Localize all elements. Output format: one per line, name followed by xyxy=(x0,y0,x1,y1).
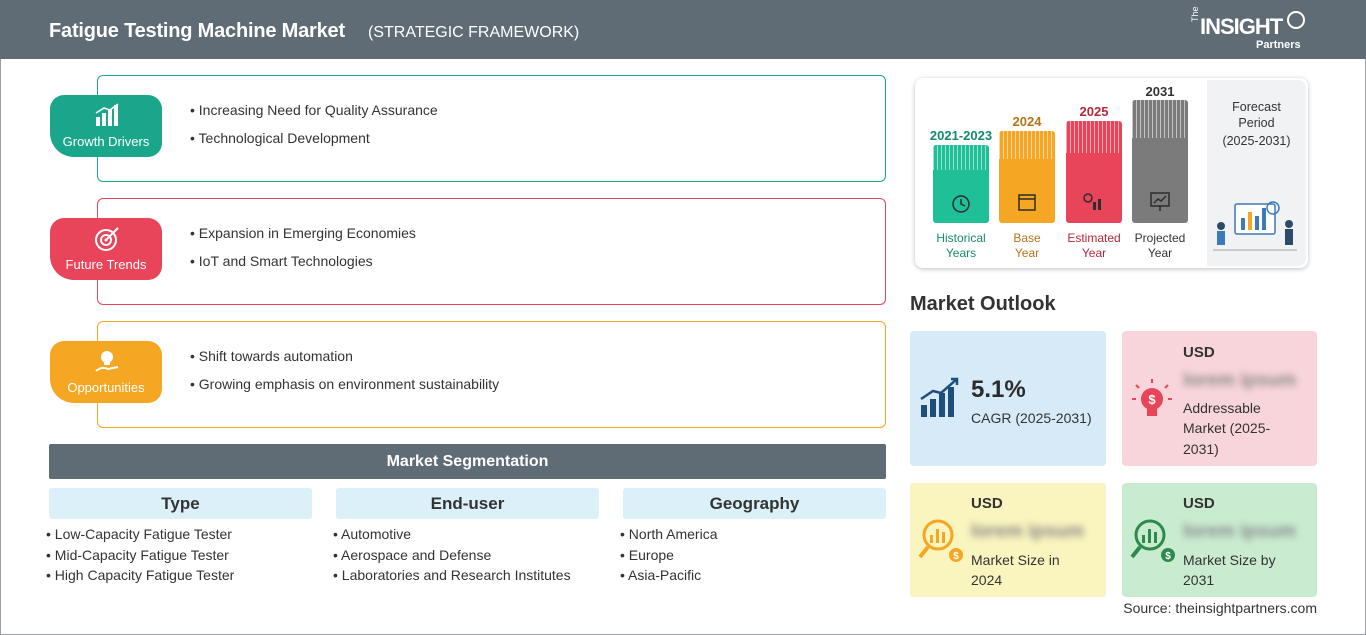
projected-year-label: 2031 xyxy=(1145,84,1175,99)
list-item: Europe xyxy=(620,545,718,566)
projected-caption: Projected Year xyxy=(1134,231,1186,260)
source-credit: Source: theinsightpartners.com xyxy=(1123,600,1317,616)
projected-bar xyxy=(1132,100,1188,223)
size2024-usd: USD xyxy=(971,495,1003,512)
list-item: Aerospace and Defense xyxy=(333,545,571,566)
svg-text:$: $ xyxy=(1165,551,1171,562)
list-item: Laboratories and Research Institutes xyxy=(333,565,571,586)
header-bar: Fatigue Testing Machine Market (STRATEGI… xyxy=(0,0,1366,59)
future-trend-item: Expansion in Emerging Economies xyxy=(190,219,416,247)
segment-type-header: Type xyxy=(49,488,312,519)
opportunity-item: Shift towards automation xyxy=(190,342,499,370)
growth-chart-icon xyxy=(95,103,119,126)
market-size-2031-card: USD lorem ipsum $ Market Size by 2031 xyxy=(1122,483,1317,597)
page-title: Fatigue Testing Machine Market xyxy=(49,20,345,42)
calendar-icon xyxy=(1018,194,1036,211)
estimated-caption: Estimated Year xyxy=(1067,231,1121,260)
segment-enduser-list: Automotive Aerospace and Defense Laborat… xyxy=(333,524,571,586)
forecast-label-2: Period xyxy=(1238,116,1275,130)
gear-chart-icon xyxy=(1083,193,1101,210)
size2031-label-2: 2031 xyxy=(1183,572,1215,588)
future-trends-label: Future Trends xyxy=(65,257,147,272)
growth-drivers-label: Growth Drivers xyxy=(62,134,150,149)
list-item: North America xyxy=(620,524,718,545)
addressable-label-1: Addressable xyxy=(1183,400,1261,416)
market-size-2024-card: USD lorem ipsum $ Market Size in 2024 xyxy=(910,483,1106,597)
opportunity-item: Growing emphasis on environment sustaina… xyxy=(190,370,499,398)
growth-chart-icon xyxy=(920,377,959,417)
base-caption: Base Year xyxy=(1013,231,1041,260)
market-outlook-title: Market Outlook xyxy=(910,293,1056,315)
cagr-value: 5.1% xyxy=(971,376,1026,403)
addressable-value: lorem ipsum xyxy=(1183,370,1296,391)
market-segmentation-title: Market Segmentation xyxy=(49,444,886,479)
segment-enduser-header: End-user xyxy=(336,488,599,519)
magnifier-chart-icon: $ xyxy=(1130,519,1175,562)
base-year-label: 2024 xyxy=(1012,114,1042,129)
addressable-market-card: USD lorem ipsum $ Addressable Market (20… xyxy=(1122,331,1317,466)
svg-text:$: $ xyxy=(953,551,959,562)
segment-geography-header: Geography xyxy=(623,488,886,519)
target-icon xyxy=(95,227,119,251)
size2024-label-2: 2024 xyxy=(971,572,1003,588)
estimated-bar xyxy=(1066,121,1122,223)
opportunities-label: Opportunities xyxy=(67,380,145,395)
base-bar xyxy=(999,131,1055,223)
addressable-usd: USD xyxy=(1183,344,1215,361)
presentation-board-icon xyxy=(1150,192,1170,211)
magnifier-chart-icon: $ xyxy=(918,519,963,562)
growth-driver-item: Increasing Need for Quality Assurance xyxy=(190,96,438,124)
cagr-card: 5.1% CAGR (2025-2031) xyxy=(910,331,1106,466)
opportunities-box: Shift towards automation Growing emphasi… xyxy=(97,321,886,428)
lightbulb-hand-icon xyxy=(95,351,119,372)
addressable-label-2: Market (2025- xyxy=(1183,420,1271,436)
historical-bar xyxy=(933,145,989,223)
svg-text:$: $ xyxy=(1148,392,1156,407)
insight-partners-logo: The INSIGHT Partners xyxy=(1190,6,1310,54)
cagr-label: CAGR (2025-2031) xyxy=(971,410,1092,426)
size2024-value: lorem ipsum xyxy=(971,521,1084,542)
opportunities-badge: Opportunities xyxy=(50,341,162,403)
list-item: Low-Capacity Fatigue Tester xyxy=(46,524,234,545)
future-trend-item: IoT and Smart Technologies xyxy=(190,247,416,275)
dollar-bulb-icon: $ xyxy=(1132,379,1172,416)
future-trends-badge: Future Trends xyxy=(50,218,162,280)
future-trends-box: Expansion in Emerging Economies IoT and … xyxy=(97,198,886,305)
forecast-label-3: (2025-2031) xyxy=(1222,134,1291,148)
list-item: Asia-Pacific xyxy=(620,565,718,586)
historical-caption: Historical Years xyxy=(936,231,986,260)
size2024-label-1: Market Size in xyxy=(971,552,1060,568)
segment-type-list: Low-Capacity Fatigue Tester Mid-Capacity… xyxy=(46,524,235,586)
growth-drivers-badge: Growth Drivers xyxy=(50,95,162,157)
list-item: High Capacity Fatigue Tester xyxy=(46,565,235,586)
size2031-usd: USD xyxy=(1183,495,1215,512)
addressable-label-3: 2031) xyxy=(1183,441,1219,457)
size2031-value: lorem ipsum xyxy=(1183,521,1296,542)
logo-swoosh-icon xyxy=(1287,11,1305,29)
estimated-year-label: 2025 xyxy=(1079,104,1109,119)
forecast-label-1: Forecast xyxy=(1232,100,1281,114)
analysts-illustration-icon xyxy=(1213,201,1297,251)
list-item: Automotive xyxy=(333,524,571,545)
page-subtitle: (STRATEGIC FRAMEWORK) xyxy=(368,24,580,41)
historical-year-label: 2021-2023 xyxy=(929,128,993,143)
size2031-label-1: Market Size by xyxy=(1183,552,1276,568)
segment-geography-list: North America Europe Asia-Pacific xyxy=(620,524,718,586)
list-item: Mid-Capacity Fatigue Tester xyxy=(46,545,234,566)
growth-driver-item: Technological Development xyxy=(190,124,438,152)
history-clock-icon xyxy=(952,195,970,213)
growth-drivers-box: Increasing Need for Quality Assurance Te… xyxy=(97,75,886,182)
